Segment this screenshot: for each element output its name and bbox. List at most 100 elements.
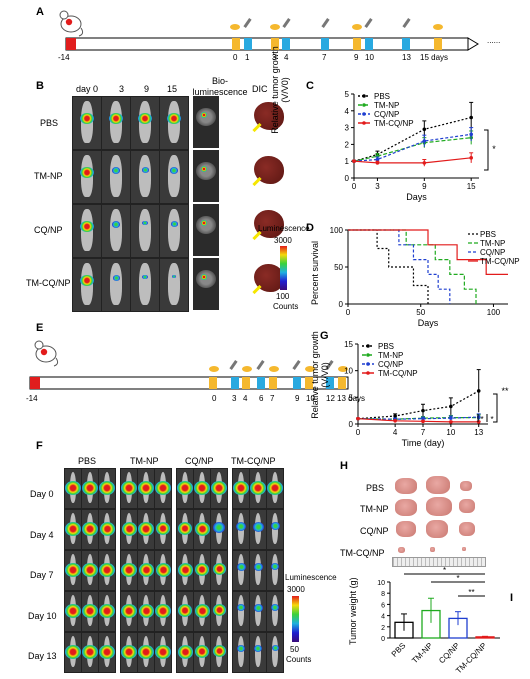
legend-label: TM-CQ/NP — [480, 257, 520, 266]
eye-icon — [269, 366, 279, 372]
timeline-e-tick: 4 — [243, 394, 248, 403]
tumor-signal — [252, 522, 264, 532]
mouse-image — [101, 204, 131, 258]
eye-icon — [209, 366, 219, 372]
row-label-f: Day 13 — [28, 651, 57, 661]
mouse-image — [101, 150, 131, 204]
mouse-image — [98, 632, 116, 673]
tumor-signal — [99, 563, 115, 578]
mouse-image — [210, 468, 228, 509]
tumor-signal — [99, 481, 115, 496]
column-header-f: TM-NP — [130, 456, 159, 466]
data-point — [375, 161, 380, 165]
x-tick-label: CQ/NP — [437, 641, 461, 665]
legend-label: CQ/NP — [374, 110, 399, 119]
mouse-image — [210, 509, 228, 550]
tumor-signal — [121, 563, 137, 578]
mouse-image — [210, 591, 228, 632]
timeline-a-tick: 0 — [233, 53, 238, 62]
x-axis-label: Time (day) — [402, 438, 445, 448]
significance-bracket — [484, 129, 489, 171]
data-point — [469, 132, 473, 137]
mouse-image — [120, 591, 138, 632]
mouse-image — [72, 96, 102, 150]
x-tick-label: 7 — [421, 428, 426, 437]
mouse-image — [98, 468, 116, 509]
panel-label-c: C — [306, 80, 314, 92]
tumor-signal — [195, 645, 209, 658]
row-label-f: Day 0 — [30, 489, 54, 499]
y-tick-label: 2 — [381, 625, 385, 632]
eye-icon — [338, 366, 348, 372]
row-label-h: TM-NP — [360, 504, 389, 514]
x-tick-label: 3 — [375, 182, 380, 191]
tumor-signal — [194, 481, 210, 496]
mouse-image — [154, 468, 172, 509]
tumor-signal — [82, 481, 98, 496]
mouse-image — [266, 550, 284, 591]
tumor-signal — [138, 481, 154, 496]
tumor-signal — [80, 113, 94, 125]
mouse-image — [120, 468, 138, 509]
y-tick-label: 50 — [334, 263, 343, 272]
tumor-signal — [201, 166, 207, 172]
row-label-b: TM-NP — [34, 171, 63, 181]
timeline-a-tick: 3 — [272, 53, 277, 62]
mouse-image — [154, 550, 172, 591]
tumor-signal — [65, 522, 81, 537]
tumor-signal — [250, 481, 266, 496]
mouse-image — [210, 550, 228, 591]
mouse-image — [193, 509, 211, 550]
mouse-image — [81, 632, 99, 673]
legend-label: TM-CQ/NP — [378, 369, 418, 378]
tumor-signal — [155, 481, 171, 496]
tumor-signal — [121, 604, 137, 619]
tumor-signal — [167, 113, 181, 125]
mouse-image — [130, 258, 160, 312]
tumor-signal — [111, 167, 121, 174]
tumor-signal — [212, 604, 226, 616]
eye-icon — [242, 366, 252, 372]
mouse-image — [232, 591, 250, 632]
legend-marker — [366, 344, 370, 348]
data-point — [422, 139, 427, 143]
tumor-photo — [395, 499, 417, 516]
panel-label-e: E — [36, 322, 44, 334]
mouse-image — [64, 591, 82, 632]
mouse-image — [159, 150, 189, 204]
scale-min-f: 50 — [290, 645, 299, 654]
tumor-signal — [112, 275, 120, 281]
panel-label-f: F — [36, 440, 43, 452]
x-tick-label: 13 — [474, 428, 483, 437]
legend-label: TM-NP — [480, 239, 505, 248]
syringe-icon — [321, 18, 330, 28]
ruler — [392, 557, 486, 567]
data-point — [421, 416, 425, 421]
data-point — [422, 127, 427, 132]
series-line — [353, 116, 472, 162]
timeline-a — [65, 37, 479, 51]
chart-d-ylabel: Percent survival — [310, 240, 320, 305]
legend-marker — [366, 371, 370, 375]
timeline-a-tick: 13 — [402, 53, 411, 62]
mouse-image — [64, 468, 82, 509]
scale-max-f: 3000 — [287, 585, 305, 594]
tumor-signal — [237, 604, 245, 612]
tumor-signal — [138, 563, 154, 577]
legend-marker — [366, 362, 370, 366]
mouse-image — [176, 550, 194, 591]
tumor-photo — [430, 547, 435, 552]
day-header: 9 — [144, 84, 150, 94]
tumor-photo — [398, 547, 405, 553]
tumor-signal — [109, 113, 123, 125]
mouse-image — [81, 468, 99, 509]
mouse-image — [137, 550, 155, 591]
tumor-signal — [271, 563, 279, 571]
mouse-image — [130, 204, 160, 258]
significance-bracket — [493, 393, 498, 423]
series-line — [353, 137, 472, 162]
tumor-signal — [121, 522, 137, 536]
chart-i-ylabel: Tumor weight (g) — [348, 577, 358, 645]
mouse-image — [120, 550, 138, 591]
